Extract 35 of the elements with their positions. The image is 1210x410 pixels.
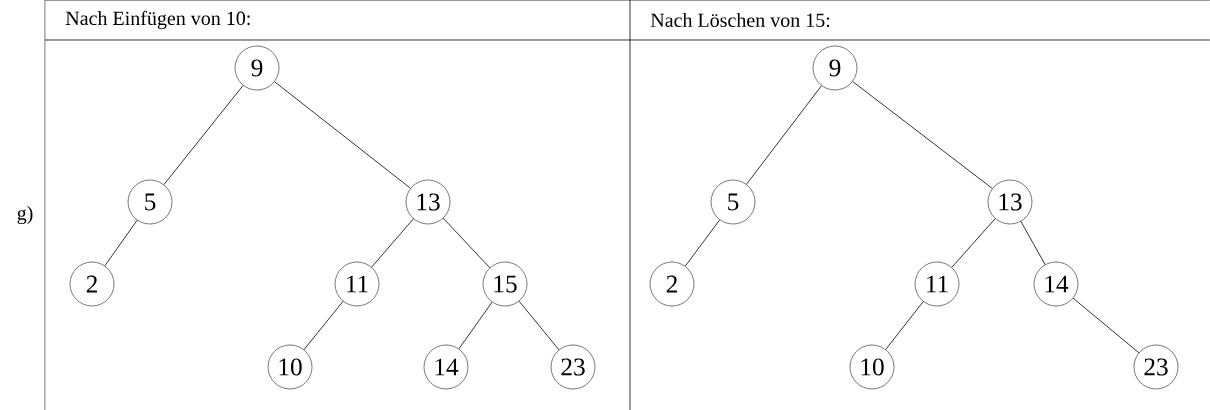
tree-node: 2 <box>69 261 115 307</box>
tree-node: 5 <box>710 179 756 225</box>
tree-node: 9 <box>234 45 280 91</box>
tree-node: 10 <box>267 344 313 390</box>
tree-node: 11 <box>334 261 380 307</box>
tree-node: 14 <box>423 344 469 390</box>
tree-node: 13 <box>405 179 451 225</box>
tree-edge <box>746 85 822 185</box>
tree-edge <box>274 81 411 189</box>
tree-edge <box>104 219 138 267</box>
tree-node: 10 <box>849 344 895 390</box>
tree-node: 13 <box>987 179 1033 225</box>
tree-edge <box>458 301 493 350</box>
tree-edge <box>442 217 491 269</box>
column-header: Nach Löschen von 15: <box>650 12 830 28</box>
tree-edge <box>303 300 344 351</box>
tree-node: 5 <box>127 179 173 225</box>
tree-node: 23 <box>550 344 596 390</box>
tree-node: 23 <box>1133 344 1179 390</box>
tree-node: 9 <box>812 45 858 91</box>
tree-edge <box>885 301 924 350</box>
tree-edge <box>371 218 414 268</box>
tree-node: 2 <box>649 261 695 307</box>
row-label: g) <box>17 205 33 225</box>
tree-edge <box>1020 221 1046 265</box>
column-header: Nach Einfügen von 10: <box>65 10 250 30</box>
tree-edge <box>163 85 244 185</box>
tree-node: 11 <box>914 261 960 307</box>
tree-edge <box>684 219 721 267</box>
tree-edge <box>951 218 996 268</box>
tree-node: 14 <box>1033 261 1079 307</box>
tree-edge <box>852 81 993 189</box>
tree-node: 15 <box>482 261 528 307</box>
tree-edge <box>1072 297 1140 354</box>
tree-edge <box>518 300 560 351</box>
